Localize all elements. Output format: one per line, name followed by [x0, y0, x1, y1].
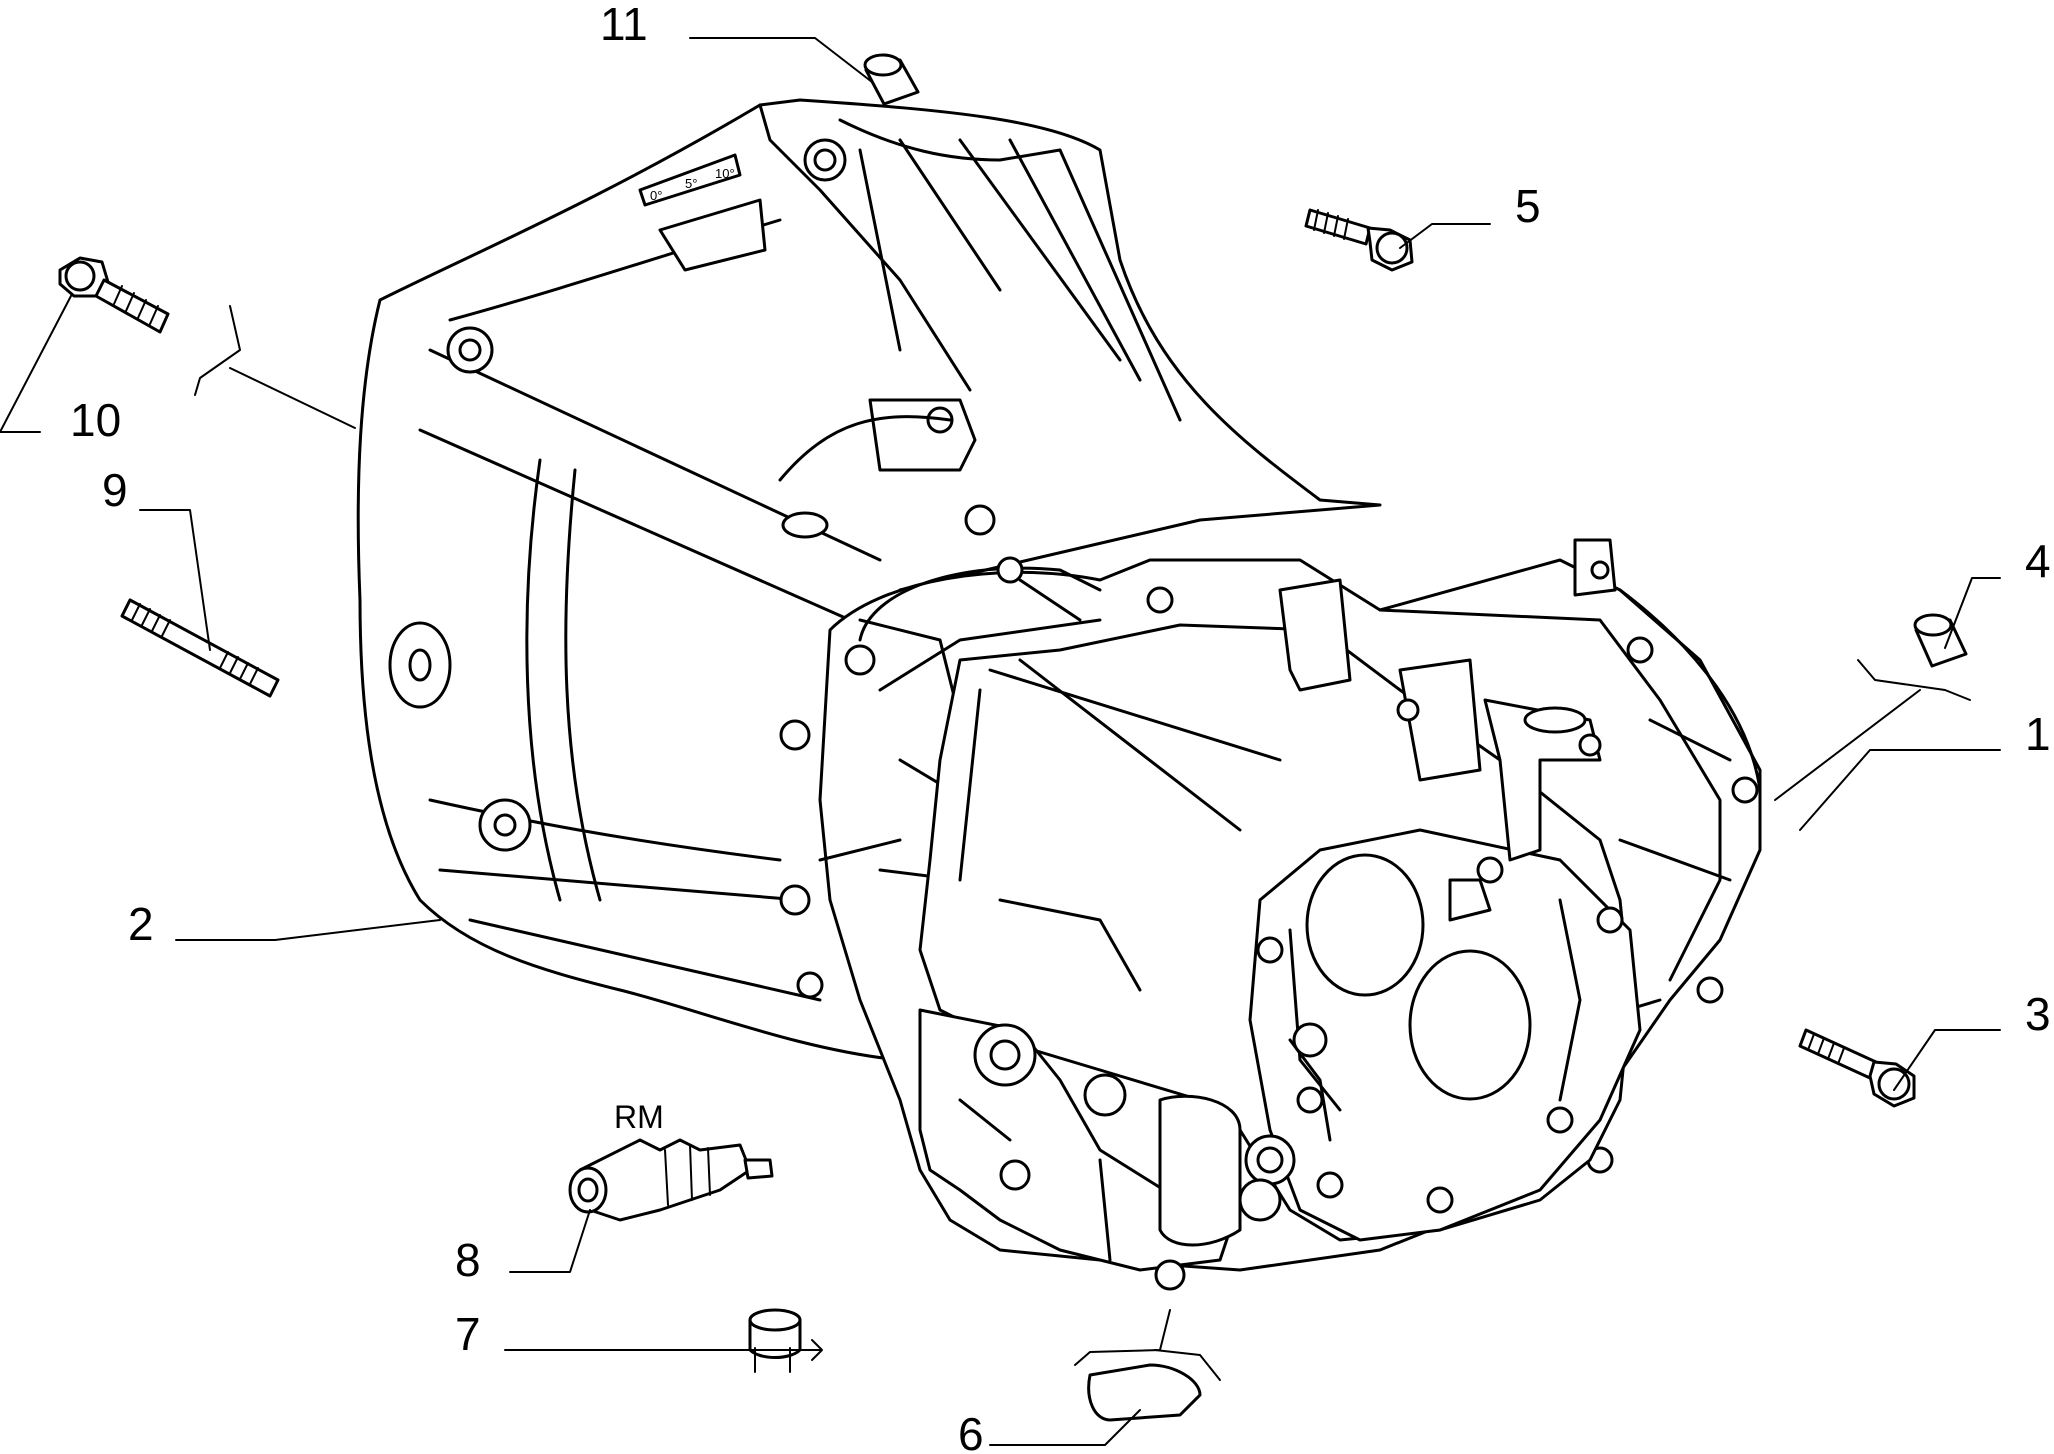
gearbox-housing [779, 504, 1762, 1291]
bolt-part-5 [1304, 208, 1414, 272]
leader-lines [0, 37, 2001, 1446]
clutch-bell-housing: 0° 5° 10° [356, 98, 1382, 1062]
stud-part-9 [120, 598, 280, 698]
scale-mark-0: 0° [650, 188, 662, 203]
scale-mark-5: 5° [685, 176, 697, 191]
callout-3: 3 [2025, 988, 2051, 1040]
bushing-part-4 [1913, 613, 1968, 668]
callout-1: 1 [2025, 708, 2051, 760]
callout-11: 11 [600, 0, 648, 50]
callout-5: 5 [1515, 180, 1541, 232]
bolt-part-10 [58, 256, 170, 334]
part-8-tag-rm: RM [614, 1099, 664, 1135]
callout-10: 10 [70, 394, 121, 446]
bushing-part-11 [863, 53, 920, 106]
callout-6: 6 [958, 1408, 984, 1454]
callout-4: 4 [2025, 535, 2051, 587]
callout-9: 9 [102, 464, 128, 516]
callout-7: 7 [455, 1308, 481, 1360]
scale-mark-10: 10° [715, 166, 735, 181]
callout-8: 8 [455, 1234, 481, 1286]
callout-labels: 11 5 10 9 4 1 2 3 RM 8 7 6 [70, 0, 2051, 1454]
bolt-part-3 [1798, 1028, 1916, 1108]
plug-part-7 [748, 1308, 802, 1373]
pad-part-6 [1087, 1363, 1202, 1422]
reverse-light-switch-part-8 [568, 1138, 774, 1222]
callout-2: 2 [128, 898, 154, 950]
